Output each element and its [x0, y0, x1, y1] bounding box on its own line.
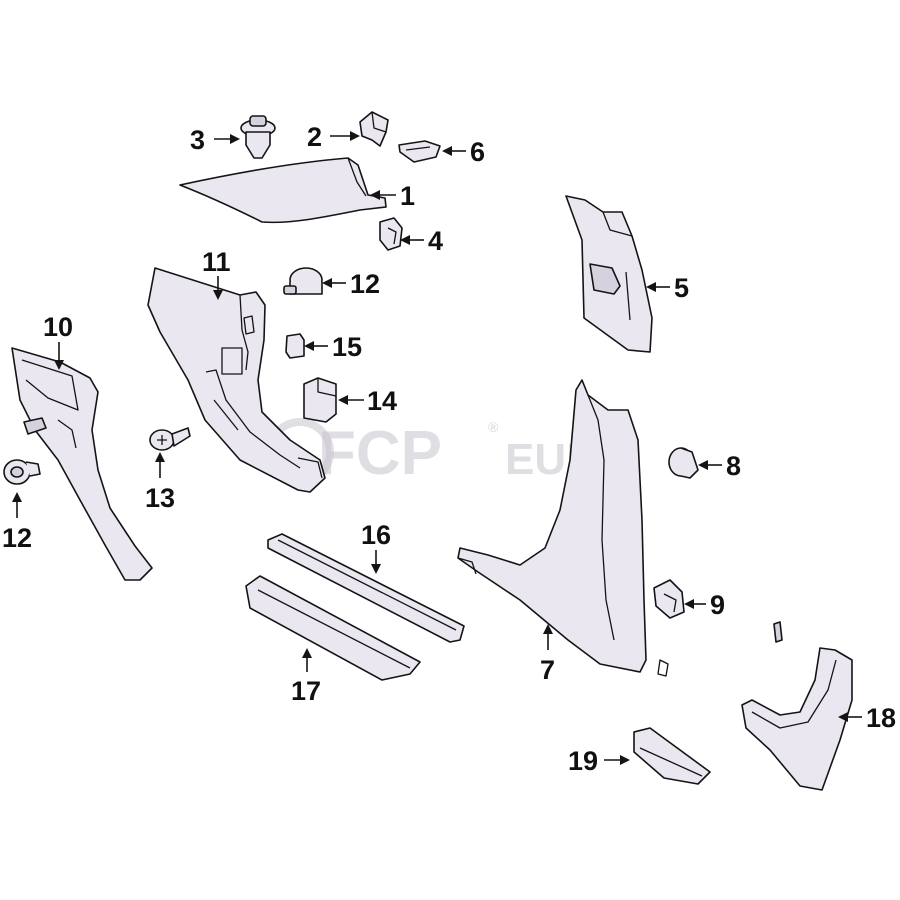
callout-10: 10 [43, 312, 73, 342]
part-16-sill-plate [267, 533, 465, 643]
part-18-flap [741, 621, 853, 791]
callout-19: 19 [568, 746, 598, 776]
part-3-clip [240, 115, 276, 159]
callout-11: 11 [202, 247, 231, 277]
part-19-wedge [633, 727, 711, 785]
callout-16: 16 [361, 520, 391, 550]
callout-4: 4 [428, 226, 443, 256]
part-8-clip [668, 447, 699, 479]
part-15-block [285, 333, 305, 359]
part-9-clip [653, 579, 685, 619]
part-10-left-trim [11, 347, 153, 581]
part-7-pillar-lower [457, 379, 669, 677]
callout-9: 9 [710, 590, 725, 620]
callout-13: 13 [145, 483, 175, 513]
part-12-clip-lower [3, 459, 41, 485]
part-14-cover [303, 377, 337, 423]
part-6-plate [398, 140, 441, 163]
part-2-bracket [359, 111, 389, 147]
callout-12-upper: 12 [350, 269, 380, 299]
callout-6: 6 [470, 137, 485, 167]
callout-1: 1 [400, 181, 415, 211]
callout-labels: 3 2 6 1 4 5 11 12 15 14 10 12 13 8 9 7 1… [2, 122, 896, 776]
callout-2: 2 [307, 122, 322, 152]
callout-17: 17 [291, 676, 321, 706]
callout-12-lower: 12 [2, 523, 32, 553]
callout-7: 7 [540, 655, 555, 685]
callout-15: 15 [332, 332, 362, 362]
watermark-mark: ® [488, 419, 499, 435]
watermark-brand: FCP [318, 419, 442, 488]
part-4-clip [379, 217, 403, 251]
callout-5: 5 [674, 273, 689, 303]
part-11-lower-trim [147, 267, 326, 493]
callout-18: 18 [866, 703, 896, 733]
part-1-upper-trim [179, 157, 387, 224]
part-12-clip-upper [283, 267, 323, 295]
callout-14: 14 [367, 386, 397, 416]
leader-lines [12, 131, 862, 765]
part-13-screw [149, 427, 191, 451]
callout-3: 3 [190, 125, 205, 155]
part-5-pillar-trim [565, 195, 653, 353]
part-17-sill-plate [245, 575, 421, 681]
callout-8: 8 [726, 451, 741, 481]
